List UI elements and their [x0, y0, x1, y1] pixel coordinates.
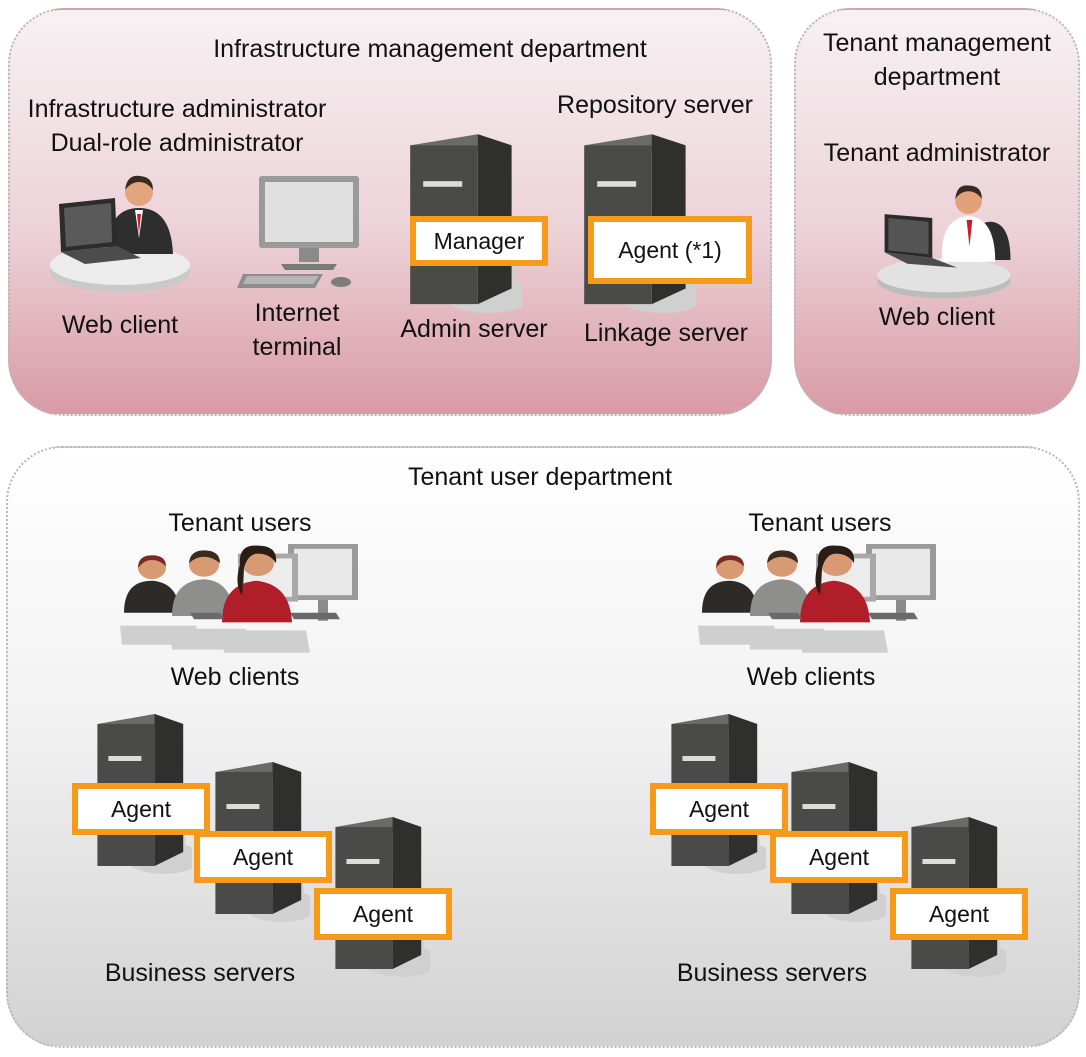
linkage-server-label: Linkage server [584, 319, 748, 347]
web-clients-label-1: Web clients [170, 663, 300, 691]
tenant-mgmt-web-client-label: Web client [878, 303, 996, 331]
agent-tag: Agent [72, 783, 210, 835]
admin-server-label: Admin server [400, 315, 548, 343]
tenant-mgmt-panel [794, 8, 1080, 416]
infra-admin-label-1: Infrastructure administrator [27, 95, 327, 123]
person-at-laptop-icon [40, 168, 200, 298]
tenant-mgmt-title-1: Tenant management [823, 29, 1051, 57]
tenant-mgmt-title-2: department [873, 63, 1001, 91]
tenant-users-label-1: Tenant users [168, 509, 312, 537]
manager-tag: Manager [410, 216, 548, 266]
tenant-admin-person-icon [850, 176, 1026, 300]
group-at-computers-icon [110, 536, 370, 656]
group-at-computers-icon [688, 536, 948, 656]
internet-terminal-label-2: terminal [252, 333, 342, 361]
agent-tag: Agent [890, 888, 1028, 940]
agent-linkage-tag: Agent (*1) [588, 216, 752, 284]
infra-web-client-label: Web client [61, 311, 179, 339]
infra-title: Infrastructure management department [213, 35, 647, 63]
agent-tag: Agent [650, 783, 788, 835]
agent-tag: Agent [314, 888, 452, 940]
tenant-user-title: Tenant user department [407, 463, 673, 491]
tenant-users-label-2: Tenant users [748, 509, 892, 537]
repository-server-label: Repository server [557, 91, 753, 119]
agent-tag: Agent [770, 831, 908, 883]
infra-admin-label-2: Dual-role administrator [50, 129, 304, 157]
web-clients-label-2: Web clients [746, 663, 876, 691]
agent-tag: Agent [194, 831, 332, 883]
business-servers-label-2: Business servers [676, 959, 868, 987]
business-servers-label-1: Business servers [104, 959, 296, 987]
internet-terminal-label-1: Internet [254, 299, 340, 327]
tenant-admin-label: Tenant administrator [823, 139, 1051, 167]
desktop-terminal-icon [232, 170, 372, 300]
